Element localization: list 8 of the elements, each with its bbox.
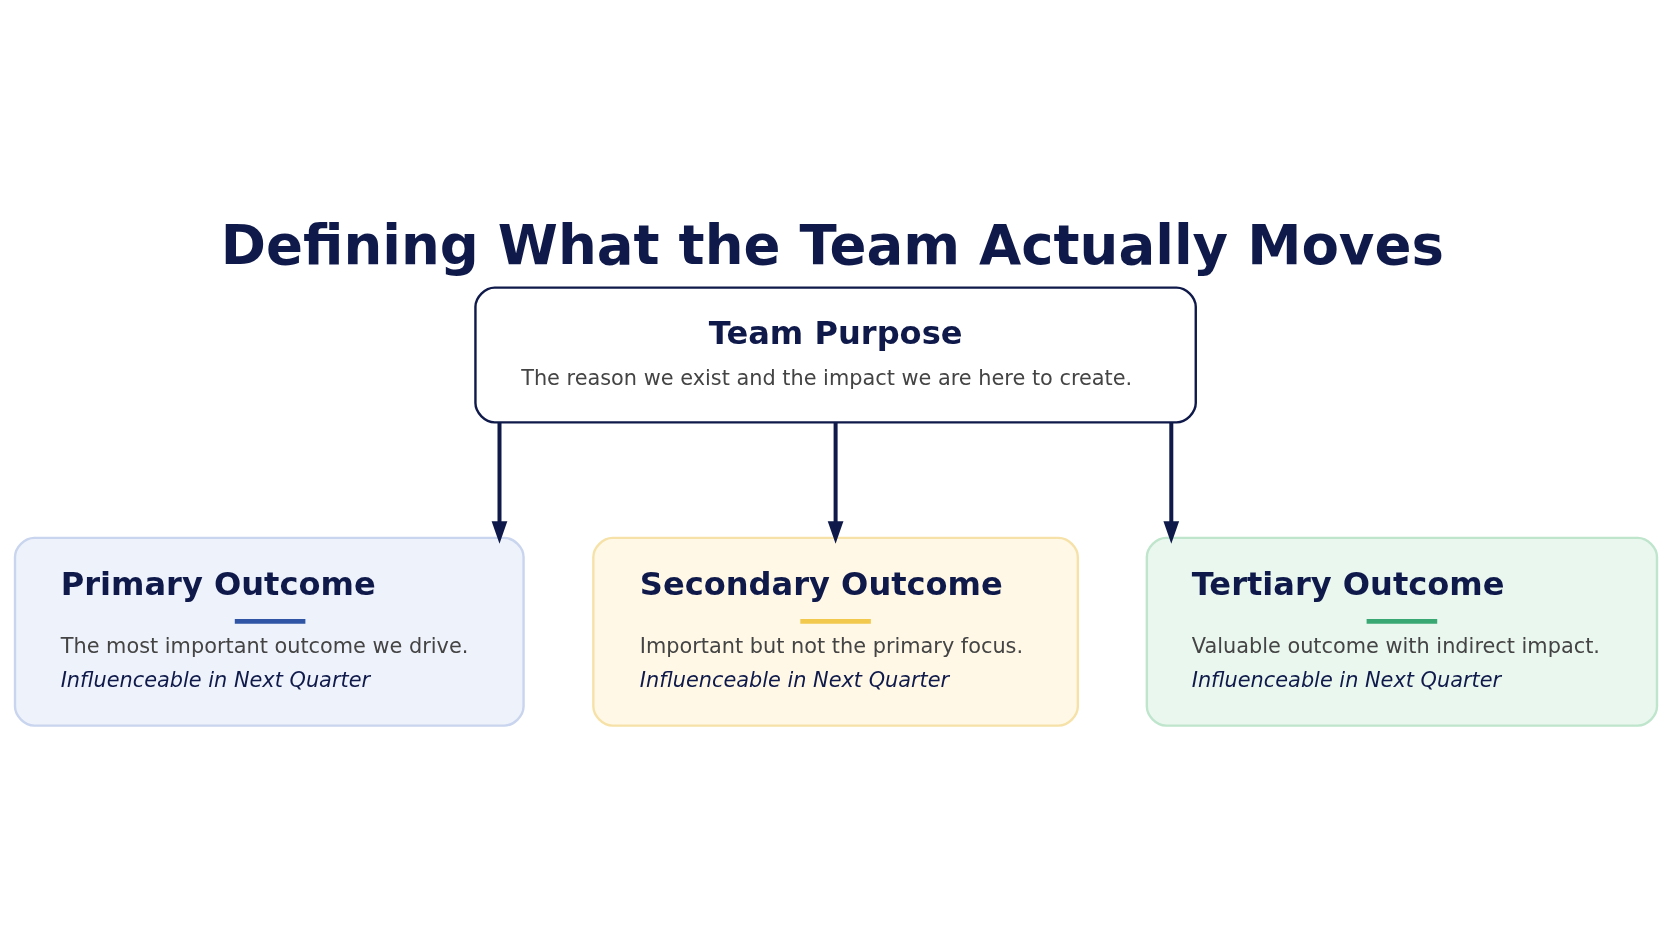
node-box: Secondary Outcome Important but not the primary focus. Influenceable in Next Quarter — [592, 536, 1080, 727]
arrow — [1163, 422, 1180, 544]
arrow — [491, 422, 508, 544]
diagram-title: Defining What the Team Actually Moves — [220, 212, 1444, 277]
node-box: Team Purpose The reason we exist and the impact we are here to create. — [474, 286, 1197, 424]
node-box: Tertiary Outcome Valuable outcome with indirect impact. Influenceable in Next Quarter — [1145, 536, 1659, 727]
node-box: Primary Outcome The most important outcome we drive. Influenceable in Next Quarter — [13, 536, 525, 727]
arrow — [827, 422, 844, 544]
